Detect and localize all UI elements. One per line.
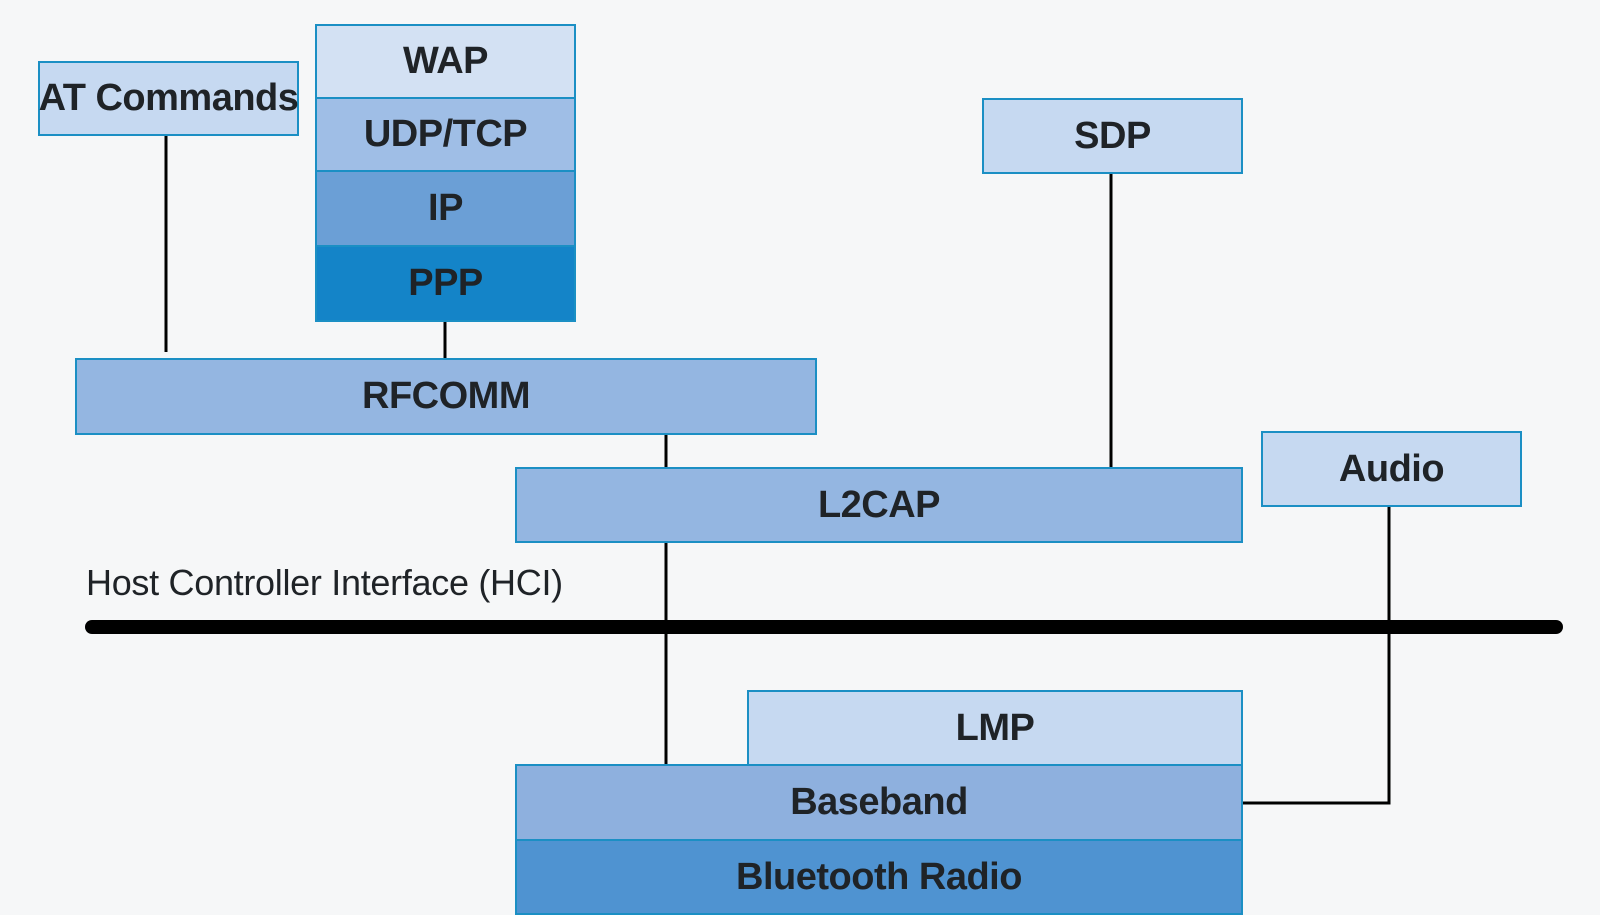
baseband-box: Baseband: [515, 764, 1243, 841]
at-commands-label: AT Commands: [38, 77, 299, 119]
lmp-box: LMP: [747, 690, 1243, 766]
bluetooth-radio-box: Bluetooth Radio: [515, 839, 1243, 915]
rfcomm-label: RFCOMM: [362, 375, 530, 417]
bluetooth-radio-label: Bluetooth Radio: [736, 855, 1022, 898]
baseband-label: Baseband: [790, 781, 968, 823]
rfcomm-box: RFCOMM: [75, 358, 817, 435]
audio-to-baseband-line: [1241, 505, 1391, 805]
l2cap-box: L2CAP: [515, 467, 1243, 543]
lmp-label: LMP: [955, 706, 1035, 749]
ppp-label: PPP: [408, 262, 483, 304]
wap-label: WAP: [402, 40, 489, 82]
udp-tcp-label: UDP/TCP: [363, 113, 528, 155]
audio-label: Audio: [1338, 447, 1445, 490]
at-commands-box: AT Commands: [38, 61, 299, 136]
ip-label: IP: [428, 187, 463, 229]
ppp-box: PPP: [315, 245, 576, 322]
udp-tcp-box: UDP/TCP: [315, 97, 576, 172]
l2cap-label: L2CAP: [817, 483, 941, 526]
hci-label: Host Controller Interface (HCI): [86, 562, 563, 603]
ip-box: IP: [315, 170, 576, 247]
sdp-box: SDP: [982, 98, 1243, 174]
audio-box: Audio: [1261, 431, 1522, 507]
wap-box: WAP: [315, 24, 576, 99]
sdp-label: SDP: [1074, 114, 1151, 157]
